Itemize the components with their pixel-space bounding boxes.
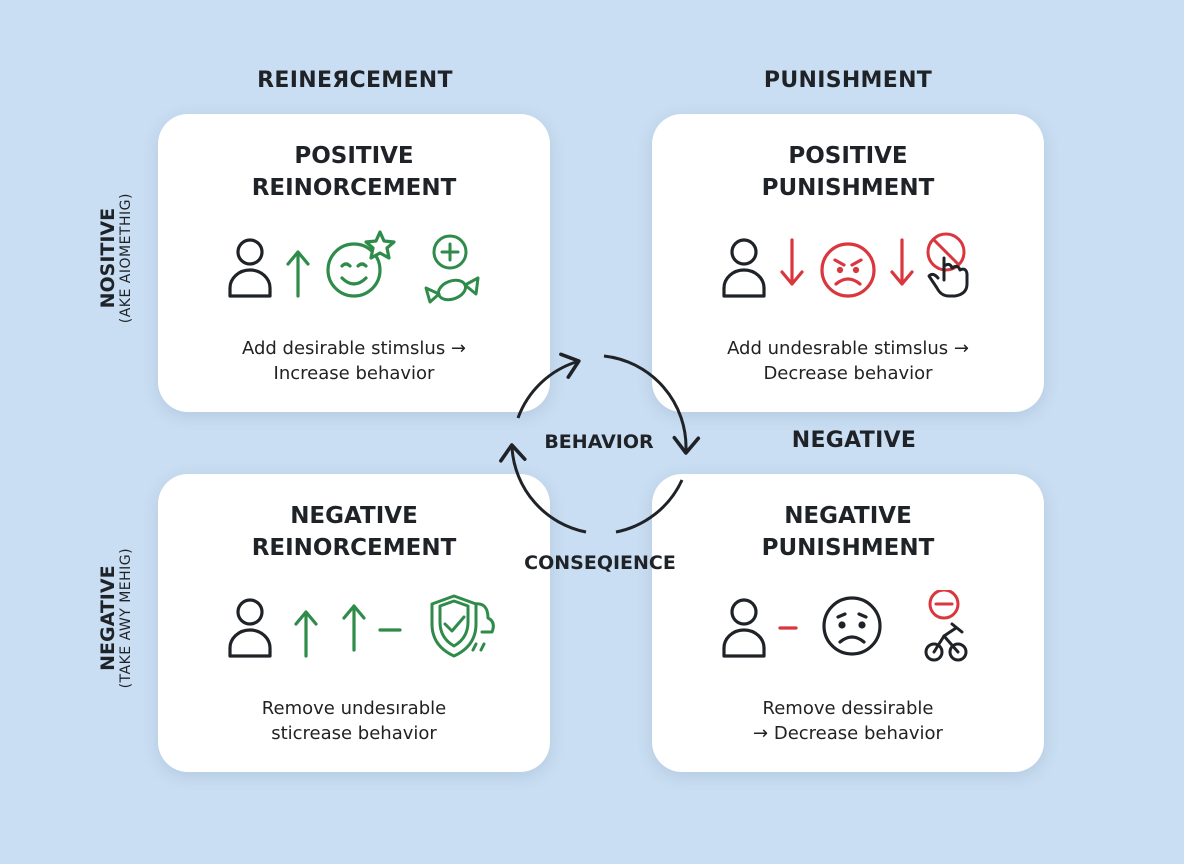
card-title-line2: REINORCEMENT	[251, 535, 457, 561]
card-title: NEGATIVE REINORCEMENT	[158, 500, 550, 564]
card-title-line1: POSITIVE	[788, 143, 908, 169]
card-title-line2: REINORCEMENT	[251, 175, 457, 201]
smile-star-icon	[326, 230, 396, 298]
cycle-arrow-top-right	[603, 354, 701, 455]
card-desc-line1: Remove dessirable	[762, 698, 934, 719]
negative-punishment-icons	[722, 590, 968, 662]
card-desc-line2: Increase behavior	[273, 363, 435, 384]
shield-check-cloud-icon	[430, 594, 495, 658]
person-icon	[722, 598, 766, 658]
negative-punishment-card: NEGATIVE PUNISHMENT	[652, 474, 1044, 772]
cycle-arrow-bottom-left	[499, 443, 587, 534]
card-title-line2: PUNISHMENT	[761, 175, 935, 201]
card-title: POSITIVE REINORCEMENT	[158, 140, 550, 204]
card-title: POSITIVE PUNISHMENT	[652, 140, 1044, 204]
positive-punishment-card: POSITIVE PUNISHMENT Add u	[652, 114, 1044, 412]
behavior-consequence-cycle	[499, 352, 701, 534]
negative-column-heading: NEGATIVE	[791, 428, 917, 453]
negative-row-sub: (TAKE AWY MEHIG)	[117, 547, 134, 689]
card-title: NEGATIVE PUNISHMENT	[652, 500, 1044, 564]
positive-row-main: NOSITIVE	[96, 207, 119, 309]
bike-icon	[924, 622, 968, 662]
reinforcement-column-heading: REINEЯCEMENT	[257, 68, 453, 93]
card-desc-line2: Decrease behavior	[763, 363, 933, 384]
card-description: Remove undesırable sticrease behavior	[158, 696, 550, 746]
negative-reinforcement-card: NEGATIVE REINORCEMENT Remove undesırabl	[158, 474, 550, 772]
positive-reinforcement-card: POSITIVE REINORCEMENT Add	[158, 114, 550, 412]
card-title-line1: NEGATIVE	[290, 503, 418, 529]
negative-row-main: NEGATIVE	[96, 565, 119, 671]
card-desc-line1: Remove undesırable	[261, 698, 447, 719]
arrow-down-icon	[890, 238, 914, 286]
person-icon	[722, 238, 766, 298]
cycle-arrow-top-left	[516, 352, 581, 419]
positive-row-sub: (AKE AIOMETHIG)	[117, 193, 134, 324]
card-desc-line2: → Decrease behavior	[753, 723, 943, 744]
card-title-line1: NEGATIVE	[784, 503, 912, 529]
card-desc-line1: Add desirable stimslus →	[241, 338, 467, 359]
card-title-line2: PUNISHMENT	[761, 535, 935, 561]
plus-circle-icon	[432, 234, 468, 270]
arrow-up-icon	[286, 250, 310, 298]
card-title-line1: POSITIVE	[294, 143, 414, 169]
candy-icon	[424, 276, 480, 304]
negative-row-label: NEGATIVE (TAKE AWY MEHIG)	[96, 458, 134, 778]
positive-punishment-icons	[722, 232, 969, 298]
arrow-up-icon	[342, 604, 366, 652]
positive-row-label: NOSITIVE (AKE AIOMETHIG)	[96, 98, 134, 418]
sad-face-icon	[822, 596, 882, 656]
card-description: Add desirable stimslus → Increase behavi…	[158, 336, 550, 386]
positive-reinforcement-icons	[228, 230, 480, 304]
card-desc-line2: sticrease behavior	[271, 723, 437, 744]
cycle-arrow-bottom-right	[615, 479, 684, 534]
angry-face-icon	[820, 242, 876, 298]
negative-reinforcement-icons	[228, 594, 495, 658]
card-description: Add undesrable stimslus → Decrease behav…	[652, 336, 1044, 386]
person-icon	[228, 598, 272, 658]
behavior-label: BEHAVIOR	[544, 431, 654, 453]
no-hand-icon	[926, 232, 969, 298]
card-description: Remove dessirable → Decrease behavior	[652, 696, 1044, 746]
card-desc-line1: Add undesrable stimslus →	[727, 338, 969, 359]
arrow-down-icon	[780, 238, 804, 286]
arrow-up-icon	[294, 610, 318, 658]
punishment-column-heading: PUNISHMENT	[763, 68, 933, 93]
person-icon	[228, 238, 272, 298]
consequence-label: CONSEQIENCE	[524, 552, 676, 574]
minus-circle-icon	[928, 590, 960, 620]
